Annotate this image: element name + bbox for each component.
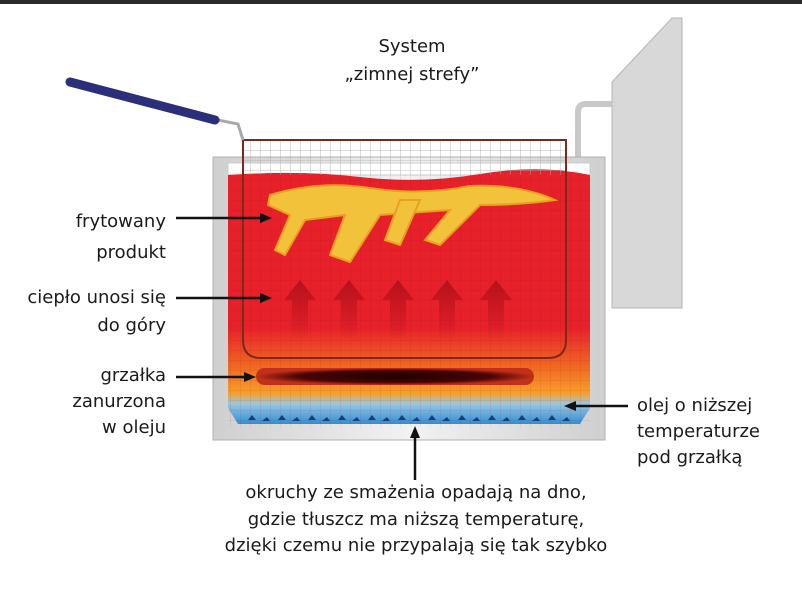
pointer-arrows bbox=[176, 213, 628, 480]
label-heat-2: do góry bbox=[97, 315, 166, 336]
label-heat-1: ciepło unosi się bbox=[27, 287, 166, 308]
label-crumbs-1: okruchy ze smażenia opadają na dno, bbox=[245, 482, 587, 503]
basket-handle bbox=[65, 77, 220, 125]
title-line-2: „zimnej strefy” bbox=[344, 64, 480, 85]
label-heater-3: w oleju bbox=[102, 417, 166, 438]
basket-handle-rod bbox=[212, 117, 245, 141]
fried-product bbox=[266, 184, 559, 264]
title-line-1: System bbox=[378, 36, 446, 57]
label-crumbs-2: gdzie tłuszcz ma niższą temperaturę, bbox=[247, 509, 585, 530]
label-product-2: produkt bbox=[96, 242, 166, 263]
label-crumbs-3: dzięki czemu nie przypalają się tak szyb… bbox=[224, 535, 608, 556]
fry-basket bbox=[242, 139, 567, 359]
heat-arrows bbox=[284, 280, 512, 340]
label-cold-oil-1: olej o niższej bbox=[637, 395, 753, 416]
control-box bbox=[611, 17, 683, 309]
crumbs bbox=[248, 415, 570, 421]
label-cold-oil-3: pod grzałką bbox=[637, 447, 743, 468]
label-cold-oil-2: temperaturze bbox=[637, 421, 760, 442]
top-border bbox=[0, 0, 802, 4]
label-heater-2: zanurzona bbox=[72, 391, 166, 412]
label-product-1: frytowany bbox=[75, 211, 166, 232]
label-heater-1: grzałka bbox=[100, 365, 166, 386]
heating-element bbox=[256, 368, 534, 385]
